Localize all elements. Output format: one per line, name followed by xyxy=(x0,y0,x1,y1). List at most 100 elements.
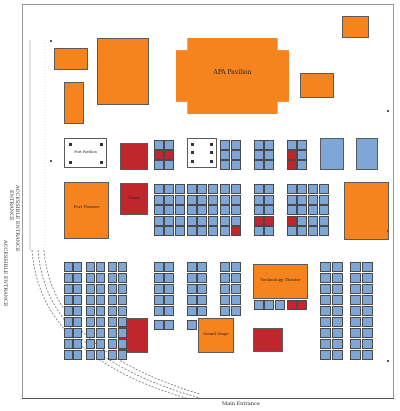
exhibit-booth[interactable] xyxy=(350,350,361,360)
exhibit-booth[interactable] xyxy=(164,216,174,226)
exhibit-booth[interactable] xyxy=(197,306,207,316)
exhibit-booth[interactable] xyxy=(64,339,73,349)
exhibit-booth[interactable] xyxy=(287,205,297,215)
exhibit-booth[interactable] xyxy=(287,140,297,150)
exhibit-booth[interactable] xyxy=(187,205,197,215)
exhibit-booth[interactable] xyxy=(350,317,361,327)
exhibit-booth[interactable] xyxy=(187,184,197,194)
exhibit-booth[interactable] xyxy=(197,184,207,194)
exhibit-booth[interactable] xyxy=(86,284,95,294)
exhibit-booth[interactable] xyxy=(73,306,82,316)
red-exhibit-area-1[interactable] xyxy=(120,143,148,170)
exhibit-booth[interactable] xyxy=(332,284,343,294)
exhibit-booth[interactable] xyxy=(231,295,241,305)
exhibit-booth[interactable] xyxy=(197,262,207,272)
exhibit-booth[interactable] xyxy=(308,216,318,226)
booth-block-right-1[interactable] xyxy=(320,138,344,170)
booth-block-right-2[interactable] xyxy=(356,138,378,170)
exhibit-booth[interactable] xyxy=(96,273,105,283)
exhibit-booth[interactable] xyxy=(320,328,331,338)
exhibit-booth[interactable] xyxy=(254,160,264,170)
exhibit-booth[interactable] xyxy=(154,295,164,305)
grand-stage[interactable]: Grand Stage xyxy=(198,318,234,353)
exhibit-booth[interactable] xyxy=(220,205,230,215)
exhibit-booth[interactable] xyxy=(220,184,230,194)
exhibit-booth[interactable] xyxy=(118,295,127,305)
exhibit-booth[interactable] xyxy=(264,216,274,226)
exhibit-booth[interactable] xyxy=(220,150,230,160)
exhibit-booth[interactable] xyxy=(197,273,207,283)
exhibit-booth[interactable] xyxy=(64,295,73,305)
exhibit-booth[interactable] xyxy=(297,216,307,226)
exhibit-booth[interactable] xyxy=(332,295,343,305)
exhibit-booth[interactable] xyxy=(96,262,105,272)
exhibit-booth[interactable] xyxy=(175,226,185,236)
exhibit-booth[interactable] xyxy=(154,262,164,272)
exhibit-booth[interactable] xyxy=(164,205,174,215)
exhibit-booth[interactable] xyxy=(350,306,361,316)
exhibit-booth[interactable] xyxy=(86,295,95,305)
exhibit-booth[interactable] xyxy=(220,160,230,170)
exhibit-booth[interactable] xyxy=(320,295,331,305)
exhibit-booth[interactable] xyxy=(350,273,361,283)
exhibit-booth[interactable] xyxy=(154,306,164,316)
exhibit-booth[interactable] xyxy=(175,184,185,194)
exhibit-booth[interactable] xyxy=(108,350,117,360)
exhibit-booth[interactable] xyxy=(319,195,329,205)
exhibit-booth[interactable] xyxy=(332,262,343,272)
exhibit-booth[interactable] xyxy=(187,273,197,283)
food-area[interactable]: Food xyxy=(120,183,148,215)
exhibit-booth[interactable] xyxy=(164,140,174,150)
exhibit-booth[interactable] xyxy=(64,273,73,283)
exhibit-booth[interactable] xyxy=(308,184,318,194)
exhibit-booth[interactable] xyxy=(231,140,241,150)
exhibit-booth[interactable] xyxy=(332,306,343,316)
exhibit-booth[interactable] xyxy=(108,328,117,338)
exhibit-booth[interactable] xyxy=(254,205,264,215)
exhibit-booth[interactable] xyxy=(297,300,307,310)
exhibit-booth[interactable] xyxy=(197,295,207,305)
exhibit-booth[interactable] xyxy=(319,216,329,226)
exhibit-booth[interactable] xyxy=(297,226,307,236)
technology-theater[interactable]: Technology Theater xyxy=(253,264,308,299)
exhibit-booth[interactable] xyxy=(320,350,331,360)
exhibit-booth[interactable] xyxy=(96,295,105,305)
exhibit-booth[interactable] xyxy=(154,184,164,194)
exhibit-booth[interactable] xyxy=(308,205,318,215)
exhibit-booth[interactable] xyxy=(231,262,241,272)
exhibit-booth[interactable] xyxy=(319,205,329,215)
exhibit-booth[interactable] xyxy=(320,339,331,349)
exhibit-booth[interactable] xyxy=(264,226,274,236)
exhibit-booth[interactable] xyxy=(175,205,185,215)
exhibit-booth[interactable] xyxy=(86,350,95,360)
exhibit-booth[interactable] xyxy=(254,150,264,160)
exhibit-booth[interactable] xyxy=(154,320,164,330)
exhibit-booth[interactable] xyxy=(287,160,297,170)
red-exhibit-area-3[interactable] xyxy=(253,328,283,352)
exhibit-booth[interactable] xyxy=(297,184,307,194)
exhibit-booth[interactable] xyxy=(208,184,218,194)
exhibit-booth[interactable] xyxy=(220,262,230,272)
exhibit-booth[interactable] xyxy=(208,226,218,236)
exhibit-booth[interactable] xyxy=(350,295,361,305)
exhibit-booth[interactable] xyxy=(332,328,343,338)
exhibit-booth[interactable] xyxy=(108,317,117,327)
exhibit-booth[interactable] xyxy=(287,216,297,226)
exhibit-booth[interactable] xyxy=(164,284,174,294)
exhibit-booth[interactable] xyxy=(362,273,373,283)
exhibit-booth[interactable] xyxy=(154,140,164,150)
exhibit-booth[interactable] xyxy=(187,320,197,330)
exhibit-booth[interactable] xyxy=(175,216,185,226)
exhibit-booth[interactable] xyxy=(187,262,197,272)
exhibit-booth[interactable] xyxy=(118,350,127,360)
exhibit-booth[interactable] xyxy=(287,300,297,310)
exhibit-booth[interactable] xyxy=(220,273,230,283)
exhibit-booth[interactable] xyxy=(254,300,264,310)
exhibit-booth[interactable] xyxy=(154,273,164,283)
exhibit-booth[interactable] xyxy=(220,195,230,205)
exhibit-booth[interactable] xyxy=(73,262,82,272)
exhibit-booth[interactable] xyxy=(319,226,329,236)
exhibit-booth[interactable] xyxy=(231,216,241,226)
exhibit-booth[interactable] xyxy=(108,262,117,272)
exhibit-booth[interactable] xyxy=(197,226,207,236)
